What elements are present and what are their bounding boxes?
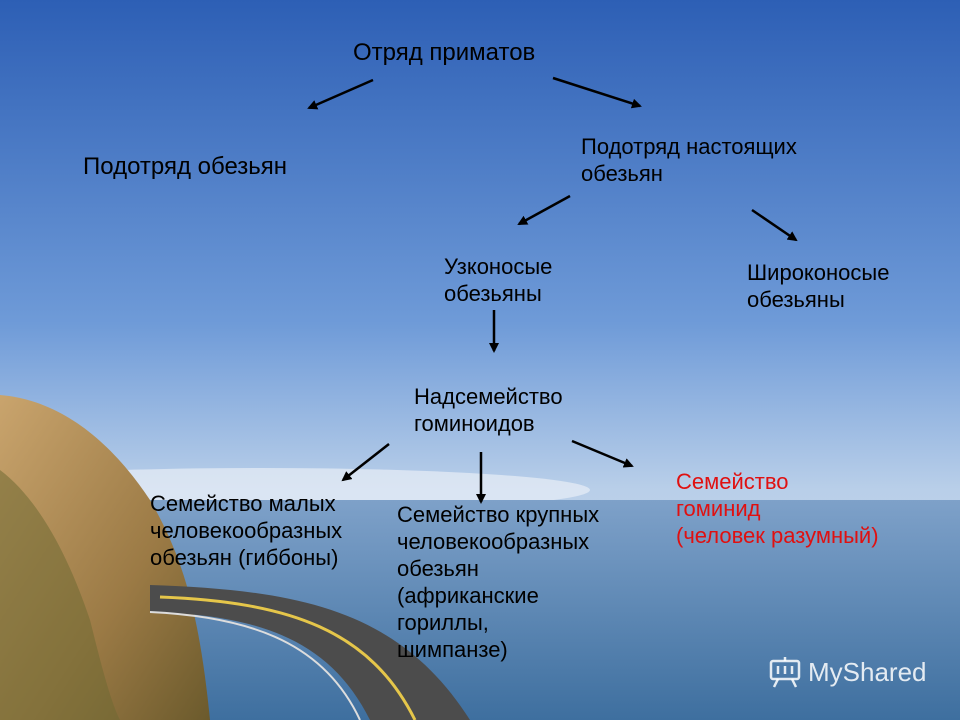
presentation-board-icon — [769, 657, 801, 688]
node-hominids-family: Семейство гоминид (человек разумный) — [676, 469, 879, 548]
node-lesser-apes-family: Семейство малых человекообразных обезьян… — [150, 491, 343, 570]
node-great-apes-family: Семейство крупных человекообразных обезь… — [397, 502, 600, 662]
node-broad-nosed-monkeys: Широконосые обезьяны — [747, 260, 890, 312]
node-narrow-nosed-monkeys: Узконосые обезьяны — [444, 254, 553, 306]
watermark-text: MyShared — [808, 656, 927, 687]
node-suborder-true-monkeys: Подотряд настоящих обезьян — [581, 134, 797, 186]
watermark: MyShared — [768, 655, 927, 689]
node-suborder-monkeys: Подотряд обезьян — [83, 153, 288, 180]
node-hominoids-superfamily: Надсемейство гоминоидов — [414, 384, 563, 436]
title-primates-order: Отряд приматов — [353, 39, 536, 66]
